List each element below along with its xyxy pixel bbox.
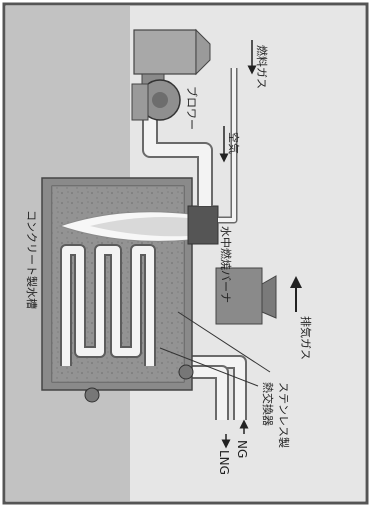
exhaust-duct: [215, 267, 263, 325]
heat-exchanger-coil: [60, 244, 194, 403]
blower-label: ブロワー: [185, 86, 199, 130]
exhaust-gas-label: 排気ガス: [299, 316, 313, 360]
blower-unit: [131, 28, 211, 121]
burner-flame: [58, 211, 191, 242]
fuel-gas-label: 燃料ガス: [255, 45, 269, 89]
air-label: 空気: [227, 132, 241, 154]
ng-label: NG: [235, 440, 249, 458]
lng-label: LNG: [217, 450, 231, 475]
tank-label: コンクリート製水槽: [25, 210, 39, 309]
burner-block: [187, 205, 219, 245]
heat-exchanger-label-line1: ステンレス製: [277, 382, 291, 448]
burner-label: 水中燃焼バーナ: [219, 226, 233, 303]
heat-exchanger-label-line2: 熱交換器: [261, 382, 275, 426]
